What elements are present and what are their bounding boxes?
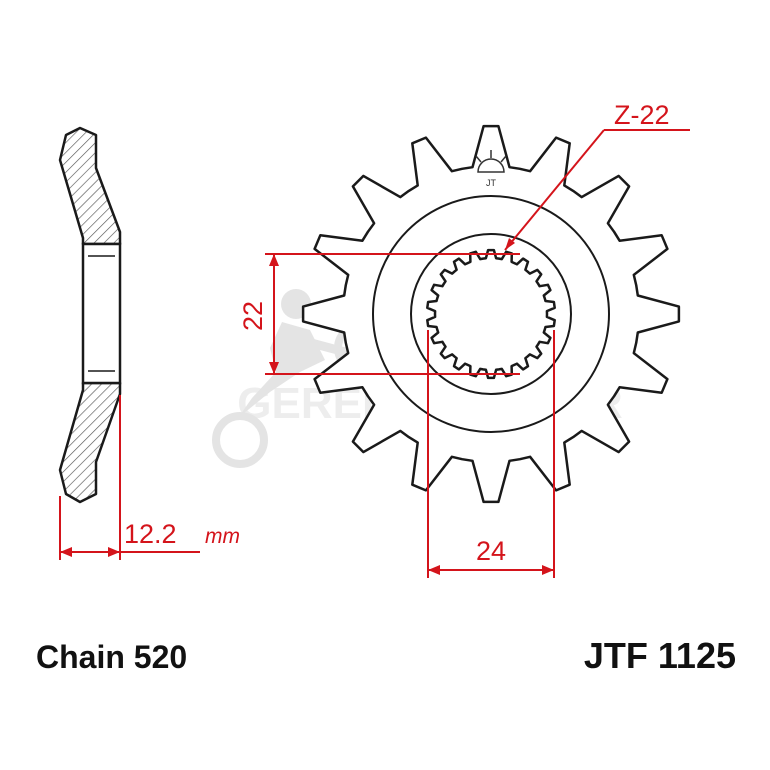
side-profile-upper <box>58 126 122 246</box>
spline-diameter-dimension: 22 <box>238 253 520 375</box>
teeth-count-callout: Z-22 <box>504 100 690 251</box>
sprocket-spline-bore <box>426 248 556 380</box>
thickness-dimension: 12.2 mm <box>59 395 240 560</box>
side-profile-bore <box>81 242 122 385</box>
sprocket-hub-ring <box>410 233 572 395</box>
sprocket-side-profile <box>58 126 122 504</box>
spline-diameter-label: 22 <box>238 301 268 331</box>
teeth-count-label: Z-22 <box>614 100 670 130</box>
side-profile-lower <box>58 381 122 504</box>
manufacturer-logo-icon: JT <box>475 150 507 188</box>
hub-width-dimension: 24 <box>427 330 555 578</box>
thickness-value: 12.2 <box>124 519 177 549</box>
sprocket-inner-ring <box>372 195 610 433</box>
thickness-unit: mm <box>205 525 240 548</box>
part-number: JTF 1125 <box>584 635 736 676</box>
svg-text:JT: JT <box>486 178 497 188</box>
hub-width-label: 24 <box>476 536 506 566</box>
sprocket-front-view: JT <box>301 124 681 504</box>
chain-label: Chain 520 <box>36 639 187 675</box>
